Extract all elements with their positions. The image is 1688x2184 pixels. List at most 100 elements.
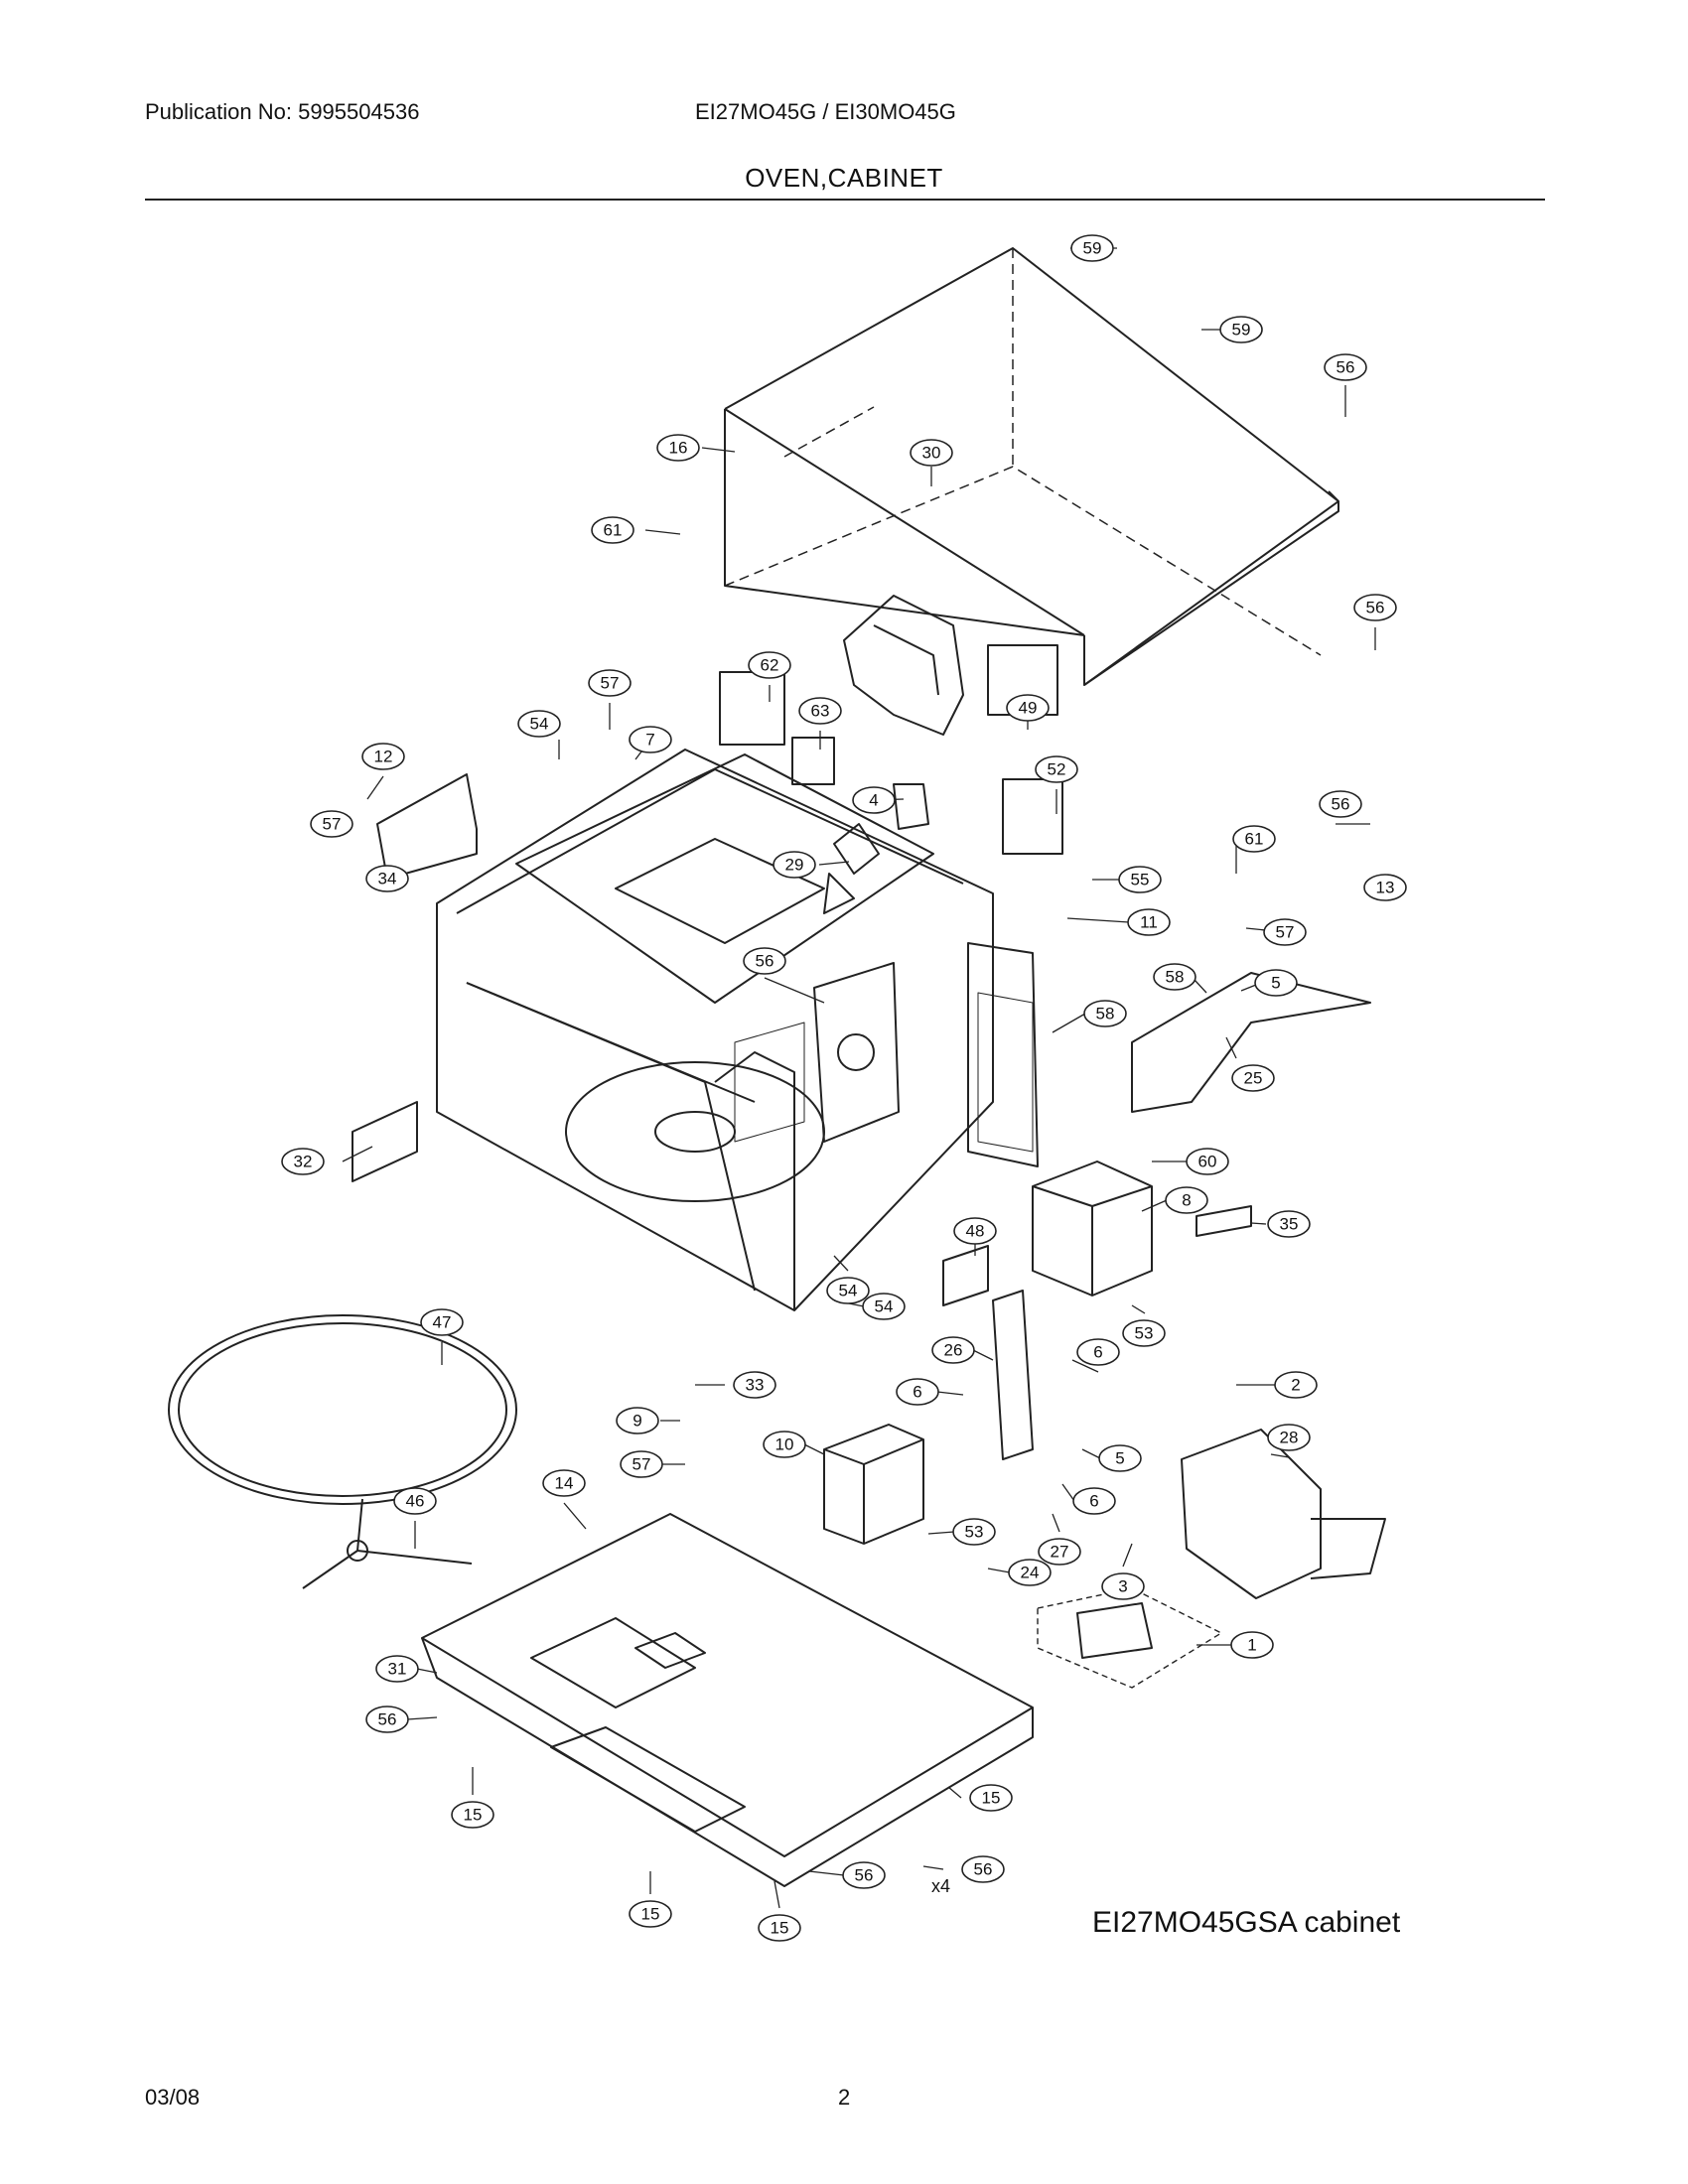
- callout-34: 34: [365, 865, 409, 892]
- latch-board: [992, 1290, 1034, 1460]
- callout-number: 16: [669, 439, 688, 458]
- base-plate: [421, 1513, 1034, 1887]
- callout-balloon: [910, 439, 953, 467]
- callout-balloon: [1267, 1210, 1311, 1238]
- callout-61: 61: [591, 516, 634, 544]
- callout-11: 11: [1127, 908, 1171, 936]
- callout-balloon: [1324, 353, 1367, 381]
- callout-balloon: [588, 669, 632, 697]
- callout-balloon: [1008, 1559, 1052, 1586]
- callout-balloon: [1363, 874, 1407, 901]
- callout-number: 57: [601, 674, 620, 693]
- callout-balloon: [1353, 594, 1397, 621]
- callout-number: 48: [966, 1222, 985, 1241]
- callout-labels: 5959561661563049626357754125734452295655…: [281, 234, 1407, 1942]
- callout-number: 59: [1232, 321, 1251, 340]
- callout-32: 32: [281, 1148, 325, 1175]
- turntable-ring-inner: [178, 1322, 507, 1497]
- callout-number: 12: [374, 748, 393, 766]
- callout-balloon: [961, 1855, 1005, 1883]
- magnetron: [1032, 1160, 1153, 1297]
- callout-number: 54: [530, 715, 549, 734]
- callout-number: 54: [839, 1282, 858, 1300]
- callout-balloon: [393, 1487, 437, 1515]
- callout-30: 30: [910, 439, 953, 467]
- callout-number: 57: [633, 1455, 651, 1474]
- callout-5: 5: [1098, 1444, 1142, 1472]
- callout-balloon: [931, 1336, 975, 1364]
- callout-6: 6: [1072, 1487, 1116, 1515]
- callout-number: 29: [785, 856, 804, 875]
- callout-53: 53: [1122, 1319, 1166, 1347]
- leader-lines: [327, 247, 1376, 1909]
- callout-balloon: [1231, 1064, 1275, 1092]
- callout-55: 55: [1118, 866, 1162, 893]
- callout-balloon: [1127, 908, 1171, 936]
- callout-12: 12: [361, 743, 405, 770]
- callout-7: 7: [629, 726, 672, 753]
- callout-balloon: [748, 651, 791, 679]
- quantity-note: x4: [931, 1876, 950, 1896]
- callout-balloon: [591, 516, 634, 544]
- callout-number: 14: [555, 1474, 574, 1493]
- callout-balloon: [1230, 1631, 1274, 1659]
- turntable-ring: [168, 1314, 517, 1505]
- callout-balloon: [798, 697, 842, 725]
- callout-56: 56: [1324, 353, 1367, 381]
- callout-29: 29: [773, 851, 816, 879]
- callout-balloon: [1118, 866, 1162, 893]
- callout-56: 56: [842, 1861, 886, 1889]
- callout-number: 6: [913, 1383, 921, 1402]
- callout-31: 31: [375, 1655, 419, 1683]
- callout-number: 62: [761, 656, 779, 675]
- callout-number: 9: [633, 1412, 641, 1431]
- section-title: OVEN,CABINET: [745, 163, 943, 193]
- callout-balloon: [451, 1801, 494, 1829]
- callout-9: 9: [616, 1407, 659, 1434]
- callout-balloon: [1101, 1572, 1145, 1600]
- oven-cavity: [436, 749, 1039, 1311]
- callout-59: 59: [1070, 234, 1114, 262]
- callout-balloon: [1165, 1186, 1208, 1214]
- callout-balloon: [1076, 1338, 1120, 1366]
- callout-number: 56: [1336, 358, 1355, 377]
- callout-number: 61: [604, 521, 623, 540]
- callout-8: 8: [1165, 1186, 1208, 1214]
- callout-27: 27: [1038, 1538, 1081, 1566]
- callout-number: 63: [811, 702, 830, 721]
- callout-balloon: [629, 726, 672, 753]
- callout-number: 56: [378, 1710, 397, 1729]
- callout-number: 58: [1096, 1005, 1115, 1024]
- callout-number: 47: [433, 1313, 452, 1332]
- callout-balloon: [763, 1431, 806, 1458]
- callout-54: 54: [862, 1293, 906, 1320]
- callout-balloon: [1254, 969, 1298, 997]
- publication-number: Publication No: 5995504536: [145, 99, 420, 124]
- callout-balloon: [758, 1914, 801, 1942]
- callout-1: 1: [1230, 1631, 1274, 1659]
- callout-14: 14: [542, 1469, 586, 1497]
- callout-15: 15: [451, 1801, 494, 1829]
- capacitor: [1037, 1587, 1222, 1689]
- callout-balloon: [310, 810, 353, 838]
- callout-number: 13: [1376, 879, 1395, 897]
- callout-number: 6: [1093, 1343, 1102, 1362]
- air-duct: [1181, 1429, 1386, 1599]
- callout-6: 6: [1076, 1338, 1120, 1366]
- callout-number: 1: [1247, 1636, 1256, 1655]
- callout-52: 52: [1035, 755, 1078, 783]
- callout-balloon: [842, 1861, 886, 1889]
- callout-balloon: [1267, 1424, 1311, 1451]
- callout-balloon: [1263, 918, 1307, 946]
- callout-number: 53: [965, 1523, 984, 1542]
- callout-balloon: [542, 1469, 586, 1497]
- callout-balloon: [656, 434, 700, 462]
- callout-47: 47: [420, 1308, 464, 1336]
- callout-53: 53: [952, 1518, 996, 1546]
- callout-balloon: [969, 1784, 1013, 1812]
- callout-57: 57: [310, 810, 353, 838]
- callout-balloon: [1035, 755, 1078, 783]
- callout-48: 48: [953, 1217, 997, 1245]
- callout-number: 28: [1280, 1429, 1299, 1447]
